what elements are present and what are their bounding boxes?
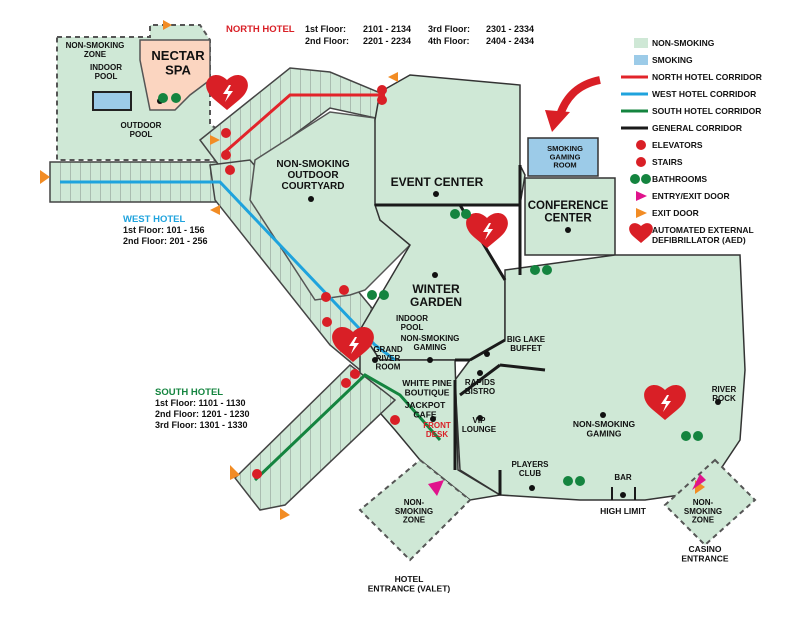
legend-swatches <box>621 38 653 243</box>
smoking-gaming-room-area <box>527 137 599 177</box>
north-floor-label: 1st Floor: <box>305 24 346 34</box>
casino-floor-area <box>454 254 746 501</box>
arrow-head-icon <box>545 110 570 132</box>
south-floor-label: 3rd Floor: 1301 - 1330 <box>155 420 248 430</box>
west-hotel-title: WEST HOTEL <box>123 214 185 225</box>
casino-ns-zone-area <box>663 458 757 547</box>
hotel-ns-zone-area <box>358 458 472 562</box>
west-floor-label: 1st Floor: 101 - 156 <box>123 225 205 235</box>
legend-item-label: GENERAL CORRIDOR <box>652 123 742 133</box>
west-floor-label: 2nd Floor: 201 - 256 <box>123 236 208 246</box>
south-floor-label: 2nd Floor: 1201 - 1230 <box>155 409 250 419</box>
west-hotel-corridor <box>60 180 396 362</box>
south-hotel-wing <box>233 364 397 511</box>
legend-item-label: EXIT DOOR <box>652 208 699 218</box>
legend-item-label: SOUTH HOTEL CORRIDOR <box>652 106 761 116</box>
bar-label: BAR <box>614 473 632 482</box>
general-corridors <box>375 165 636 500</box>
bathroom-icon <box>158 93 703 486</box>
elevator-icon <box>221 85 387 479</box>
south-hotel-title: SOUTH HOTEL <box>155 387 223 398</box>
south-hotel-corridor <box>253 373 442 482</box>
legend-item-label: ELEVATORS <box>652 140 703 150</box>
legend-item-label: ENTRY/EXIT DOOR <box>652 191 730 201</box>
north-floor-range: 2201 - 2234 <box>363 36 411 46</box>
courtyard-area <box>249 111 412 301</box>
aed-icon <box>332 326 374 362</box>
north-floor-label: 3rd Floor: <box>428 24 470 34</box>
stairs-icon <box>221 95 400 425</box>
entry-door-icon <box>428 474 706 496</box>
legend-item-label: NON-SMOKING <box>652 38 715 48</box>
aed-icon <box>644 384 686 420</box>
legend-item-label: BATHROOMS <box>652 174 707 184</box>
legend-item-label: SMOKING <box>652 55 693 65</box>
legend-item-label: WEST HOTEL CORRIDOR <box>652 89 756 99</box>
location-dots <box>157 98 721 498</box>
north-hotel-title: NORTH HOTEL <box>226 24 295 35</box>
event-center-label: EVENT CENTER <box>391 175 484 189</box>
north-floor-range: 2404 - 2434 <box>486 36 534 46</box>
north-floor-label: 2nd Floor: <box>305 36 349 46</box>
south-floor-label: 1st Floor: 1101 - 1130 <box>155 398 246 408</box>
aed-icon <box>466 212 508 248</box>
smoking-arrow-icon <box>556 76 601 117</box>
aed-icon <box>206 74 248 110</box>
legend-item-label: AUTOMATED EXTERNAL <box>652 225 754 235</box>
event-center-area <box>374 74 526 206</box>
nectar-spa-area <box>139 39 211 111</box>
outdoor-pool-water <box>92 91 132 111</box>
north-floor-label: 4th Floor: <box>428 36 470 46</box>
legend-item-label: STAIRS <box>652 157 683 167</box>
north-hotel-corridor <box>224 93 385 154</box>
north-floor-range: 2101 - 2134 <box>363 24 411 34</box>
high-limit-label: HIGH LIMIT <box>600 506 647 516</box>
legend-item-label: NORTH HOTEL CORRIDOR <box>652 72 762 82</box>
legend-item-label: DEFIBRILLATOR (AED) <box>652 235 746 245</box>
building-footprints <box>49 24 757 562</box>
north-floor-range: 2301 - 2334 <box>486 24 534 34</box>
